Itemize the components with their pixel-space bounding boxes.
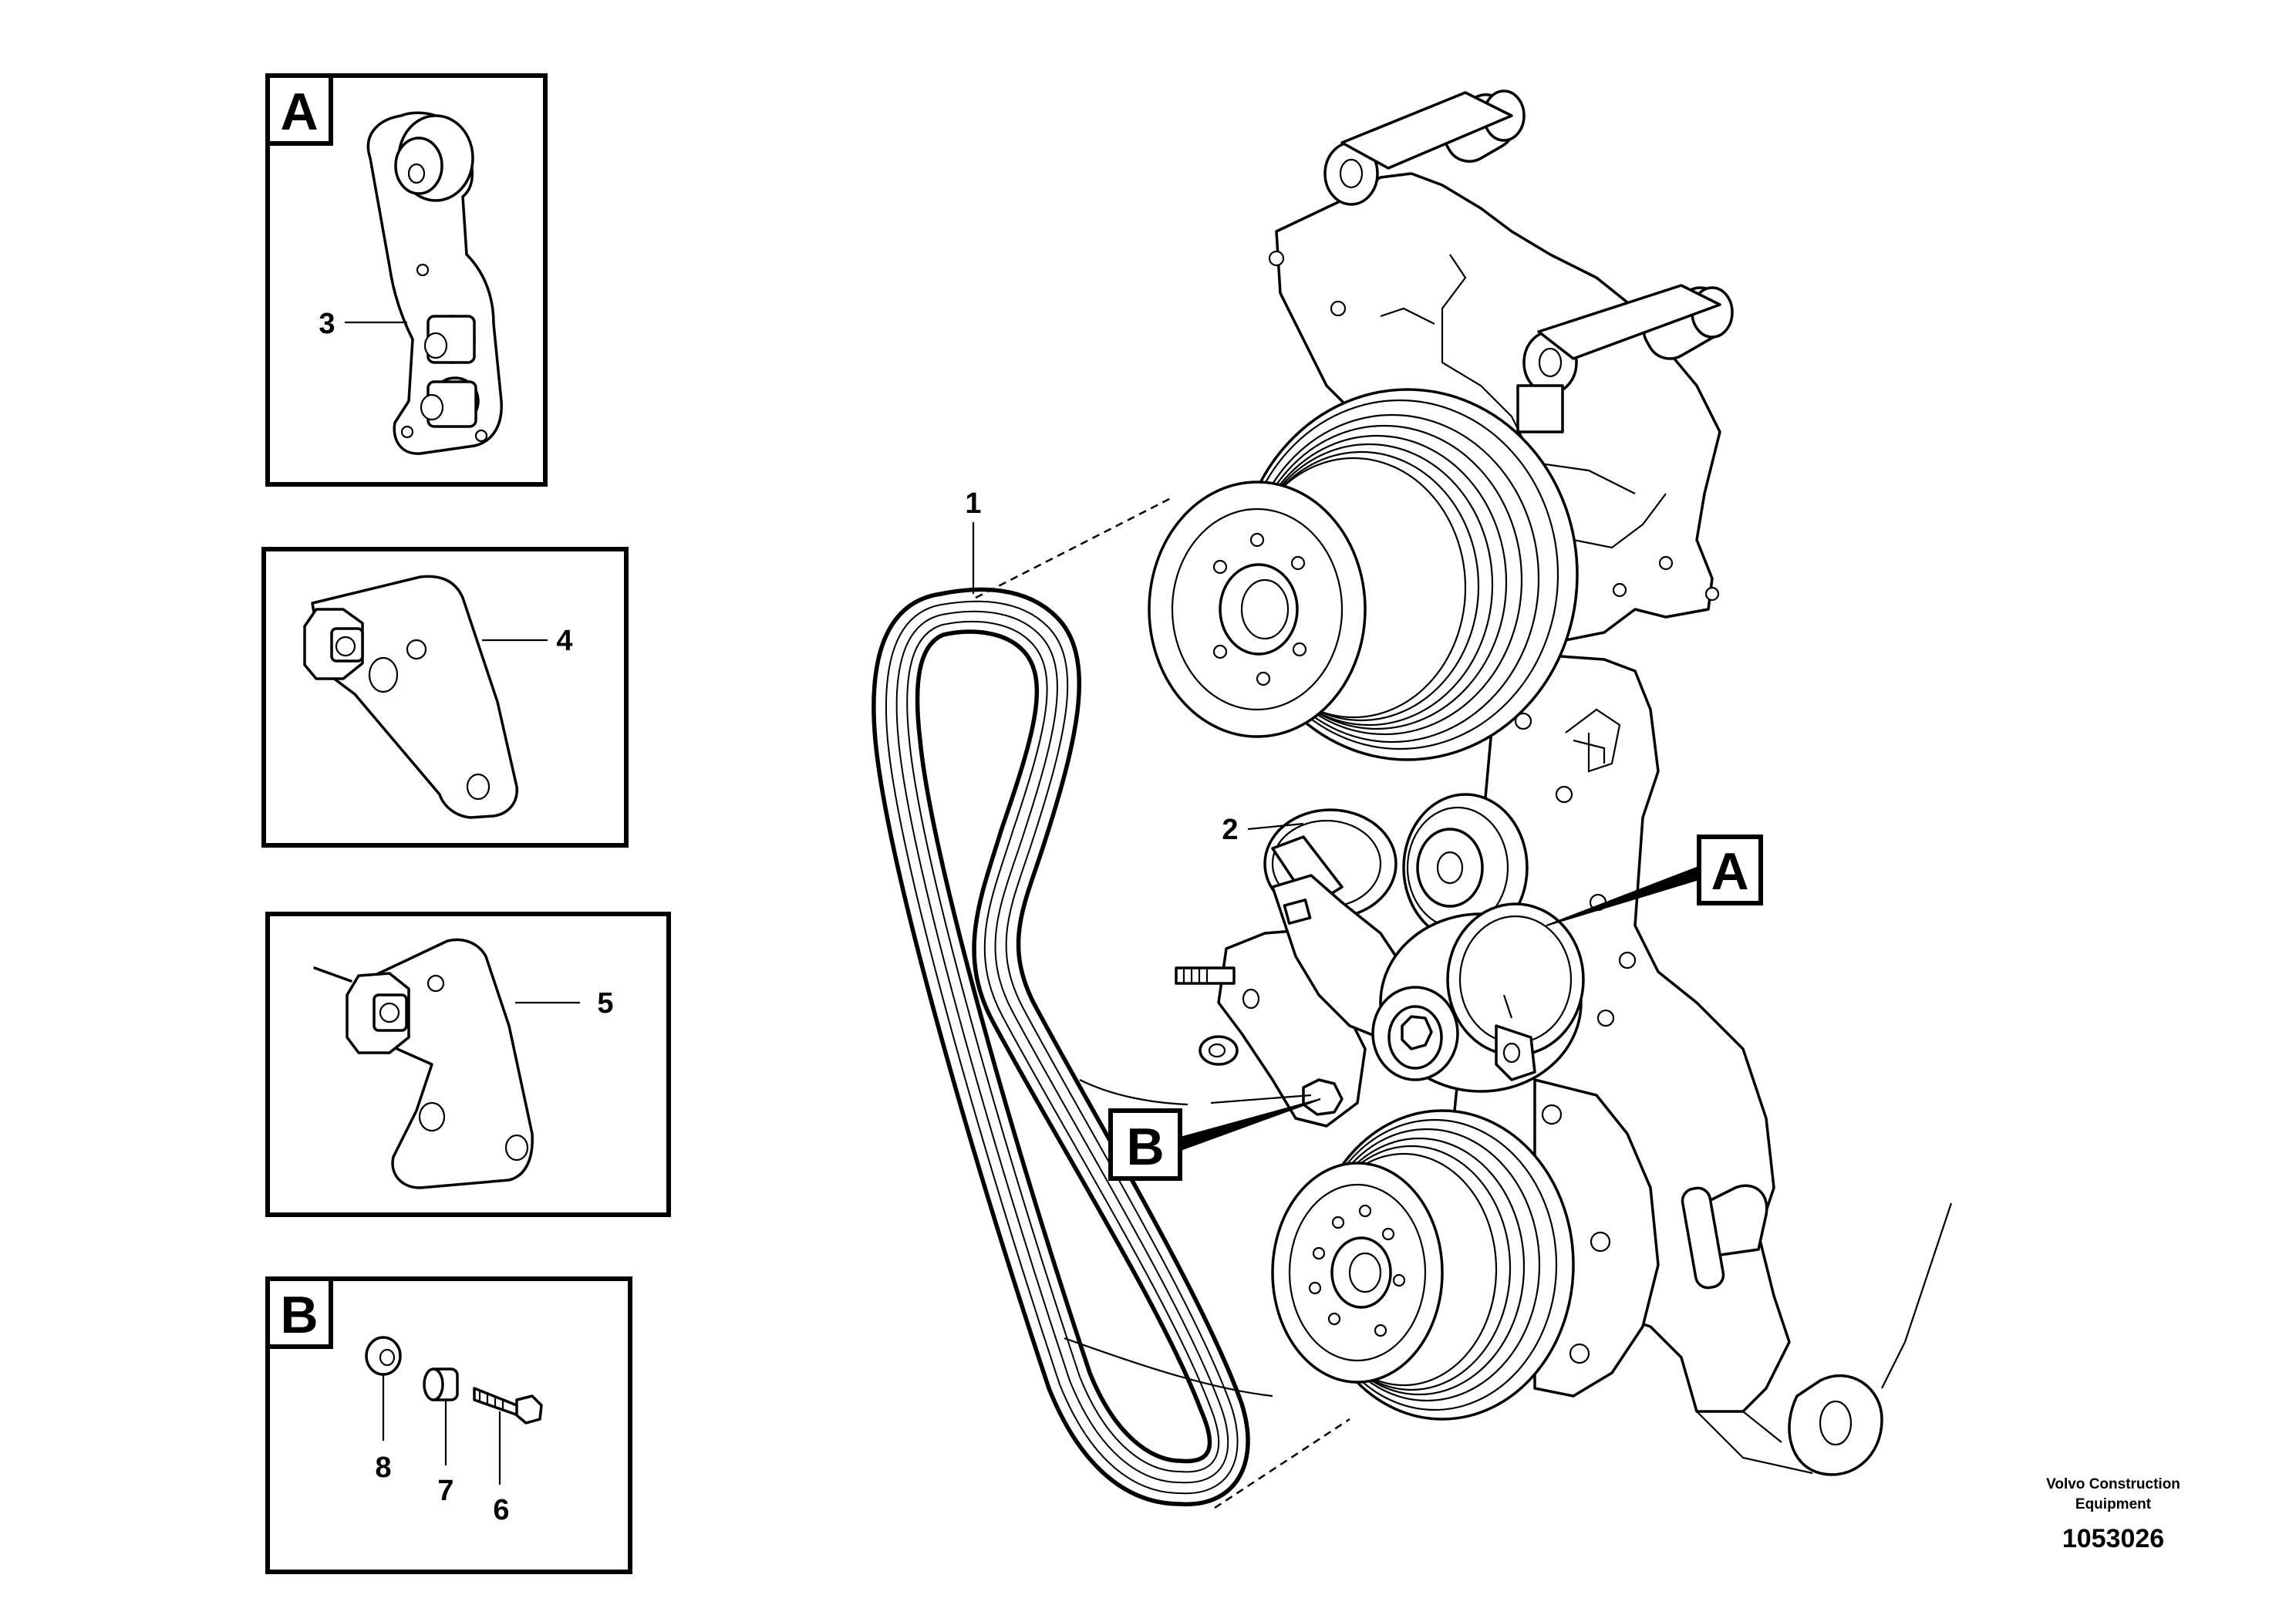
callout-5: 5 [515, 987, 614, 1020]
idler-bracket-part-3 [366, 111, 503, 455]
callout-2: 2 [1222, 814, 1304, 846]
engine-front-view [975, 89, 1953, 1509]
callout-8-label: 8 [375, 1452, 391, 1484]
detail-box-a: A 3 [265, 73, 548, 487]
detail-panel-4: 4 [261, 547, 629, 848]
callout-3: 3 [319, 308, 407, 340]
callout-3-label: 3 [319, 308, 335, 340]
callout-1: 1 [965, 487, 982, 594]
washer-part-8: 8 [365, 1336, 402, 1484]
top-pulley [1148, 388, 1579, 761]
callout-4: 4 [482, 625, 573, 657]
publisher-credit: Volvo Construction Equipment 1053026 [2046, 1476, 2180, 1553]
callout-6-label: 6 [493, 1494, 509, 1526]
detail-panel-5: 5 [265, 912, 671, 1217]
flag-b-letter: B [1126, 1118, 1164, 1176]
flag-a: A [1546, 835, 1763, 926]
spacer-part-7: 7 [423, 1367, 459, 1507]
mounting-plate-part-5 [313, 938, 534, 1189]
mounting-plate-part-4 [303, 575, 518, 819]
flag-b: B [1108, 1098, 1321, 1181]
callout-7-label: 7 [437, 1475, 453, 1507]
credit-line-1: Volvo Construction [2046, 1476, 2180, 1492]
callout-2-label: 2 [1222, 814, 1238, 846]
callout-1-label: 1 [965, 487, 981, 520]
callout-5-label: 5 [597, 987, 613, 1020]
callout-4-label: 4 [556, 625, 572, 657]
upper-mounting-bracket [1268, 89, 1734, 642]
idler-pulley [1402, 793, 1529, 943]
bottom-pulley [1271, 1078, 1660, 1421]
box-letter-b: B [280, 1286, 318, 1344]
detail-box-b: B 8 7 6 [265, 1276, 632, 1574]
belt-tensioner-part-2 [1175, 808, 1585, 1128]
flag-a-letter: A [1711, 842, 1748, 901]
box-letter-a: A [280, 83, 318, 141]
document-number: 1053026 [2062, 1524, 2164, 1553]
serpentine-belt-part-1 [872, 587, 1250, 1506]
bolt-part-6: 6 [473, 1387, 543, 1526]
credit-line-2: Equipment [2075, 1496, 2152, 1512]
